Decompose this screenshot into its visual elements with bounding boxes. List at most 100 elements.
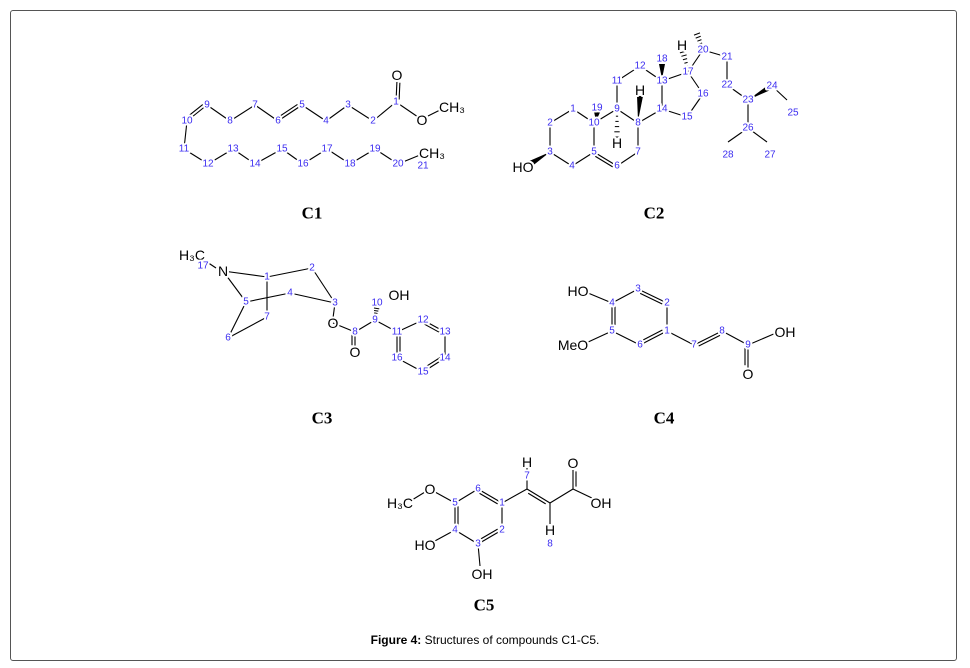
single-bond	[349, 148, 376, 165]
locant-number: 16	[391, 353, 403, 364]
locant-number: 1	[393, 97, 399, 108]
locant-number: 21	[721, 52, 733, 63]
single-bond	[572, 488, 595, 500]
locant-number: 27	[764, 150, 776, 161]
locant-number: 26	[742, 123, 754, 134]
single-bond	[611, 330, 641, 346]
locant-number: 7	[264, 312, 270, 323]
double-bond-inner	[527, 492, 546, 505]
locant-number: 8	[352, 327, 358, 338]
locant-number: 4	[609, 298, 615, 309]
locant-number: 25	[787, 108, 799, 119]
double-bond-inner	[639, 292, 663, 305]
atom-label: OH	[472, 566, 493, 582]
hash-bond	[700, 45, 704, 48]
single-bond	[206, 261, 217, 269]
locant-number: 4	[452, 525, 458, 536]
single-bond	[549, 151, 573, 167]
locant-number: 13	[656, 76, 668, 87]
locant-number: 3	[547, 147, 553, 158]
single-bond	[616, 108, 639, 124]
single-bond	[427, 109, 441, 117]
single-bond	[432, 529, 456, 543]
locant-number: 23	[742, 95, 754, 106]
locant-number: 10	[371, 298, 383, 309]
locant-number: 24	[766, 81, 778, 92]
single-bond	[326, 148, 351, 165]
single-bond	[227, 316, 268, 339]
locant-number: 4	[323, 116, 329, 127]
double-bond	[277, 104, 303, 122]
locant-number: 6	[475, 484, 481, 495]
single-bond	[397, 154, 421, 165]
locant-number: 18	[656, 54, 668, 65]
locant-number: 12	[417, 315, 429, 326]
locant-number: 6	[614, 161, 620, 172]
locant-number: 12	[202, 159, 214, 170]
locant-number: 2	[370, 116, 376, 127]
single-bond	[771, 85, 788, 101]
single-bond	[454, 529, 479, 545]
single-bond	[616, 151, 639, 167]
single-bond	[332, 322, 356, 333]
single-bond	[254, 104, 279, 122]
single-bond	[639, 65, 663, 82]
double-bond-inner	[479, 528, 498, 541]
single-bond	[549, 488, 574, 504]
double-bond	[395, 79, 398, 103]
single-bond	[666, 330, 695, 346]
locant-number: 17	[197, 261, 209, 272]
hash-bond	[682, 58, 688, 61]
hash-bond	[698, 42, 703, 45]
single-bond	[593, 108, 618, 124]
single-bond	[301, 104, 327, 122]
atom-label: O	[350, 344, 361, 360]
locant-number: 3	[345, 100, 351, 111]
hash-bond	[374, 312, 378, 314]
double-bond	[526, 488, 551, 504]
double-bond	[637, 288, 668, 304]
hash-bond	[697, 39, 702, 42]
single-bond	[726, 84, 749, 101]
locant-number: 28	[722, 150, 734, 161]
single-bond	[477, 543, 481, 567]
compound-title: C1	[302, 204, 323, 223]
single-bond	[183, 148, 209, 165]
wedge-bond	[594, 111, 600, 121]
single-bond	[232, 148, 256, 165]
single-bond	[229, 104, 256, 122]
compound-title: C3	[312, 409, 333, 428]
locant-number: 8	[547, 539, 553, 550]
locant-number: 4	[287, 288, 293, 299]
locant-number: 14	[249, 159, 261, 170]
atom-label: CH₃	[439, 99, 465, 115]
single-bond	[325, 104, 349, 122]
single-bond	[281, 148, 304, 165]
atom-label: HO	[568, 283, 589, 299]
single-bond	[747, 127, 768, 143]
wedge-bond	[659, 64, 665, 79]
single-bond	[687, 71, 704, 95]
atom-label: N	[218, 263, 228, 279]
hash-bond	[681, 54, 687, 57]
structure-c1: O1OCH₃234567891011121314151617181920CH₃2…	[177, 65, 467, 223]
single-bond	[727, 127, 749, 143]
single-bond	[572, 108, 595, 124]
compound-title: C4	[654, 409, 675, 428]
locant-number: 11	[392, 327, 403, 338]
atom-label: CH₃	[419, 145, 445, 161]
locant-number: 7	[252, 100, 258, 111]
locant-number: 1	[499, 498, 505, 509]
single-bond	[587, 292, 613, 304]
locant-number: 5	[452, 498, 458, 509]
atom-label: H₃C	[387, 495, 413, 511]
double-bond	[639, 330, 668, 346]
figure-frame	[10, 10, 957, 661]
single-bond	[396, 319, 424, 333]
locant-number: 20	[392, 159, 404, 170]
locant-number: 13	[439, 327, 451, 338]
hash-bond	[684, 61, 688, 64]
